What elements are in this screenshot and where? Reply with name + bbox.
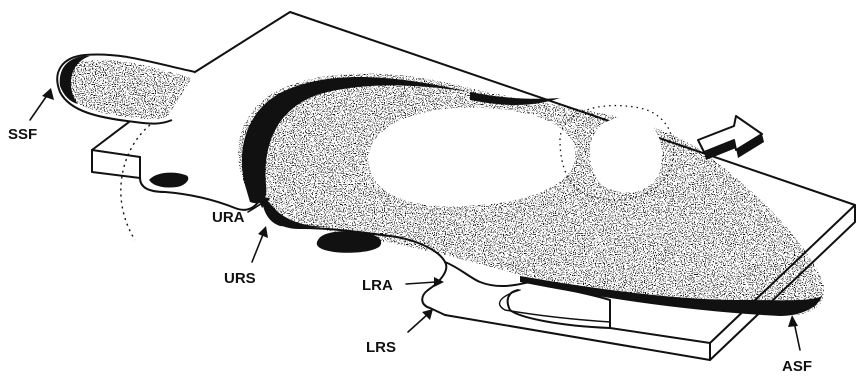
- ssf-hidden-dotted: [121, 125, 150, 240]
- ssf-pointer: [30, 94, 48, 120]
- label-lrs: LRS: [366, 339, 396, 356]
- label-ura: URA: [212, 209, 245, 226]
- label-asf: ASF: [782, 358, 812, 375]
- lra-pointer-head: [434, 277, 444, 287]
- label-ssf: SSF: [8, 126, 37, 143]
- ssf-pointer-head: [42, 88, 54, 100]
- inner-clear-zone-east: [590, 117, 662, 193]
- central-dark-lens: [317, 231, 381, 252]
- label-urs: URS: [224, 270, 256, 287]
- label-lra: LRA: [362, 277, 393, 294]
- block-front-top-edge: [92, 150, 140, 157]
- lra-pointer: [406, 282, 436, 284]
- asf-pointer-head: [788, 315, 798, 327]
- ssf-spit: [57, 54, 195, 240]
- block-arrow-right-icon: [698, 116, 764, 160]
- west-dark-lens: [150, 173, 188, 186]
- urs-pointer: [252, 232, 264, 262]
- main-lobe: [238, 73, 824, 316]
- lrs-pointer: [408, 314, 428, 332]
